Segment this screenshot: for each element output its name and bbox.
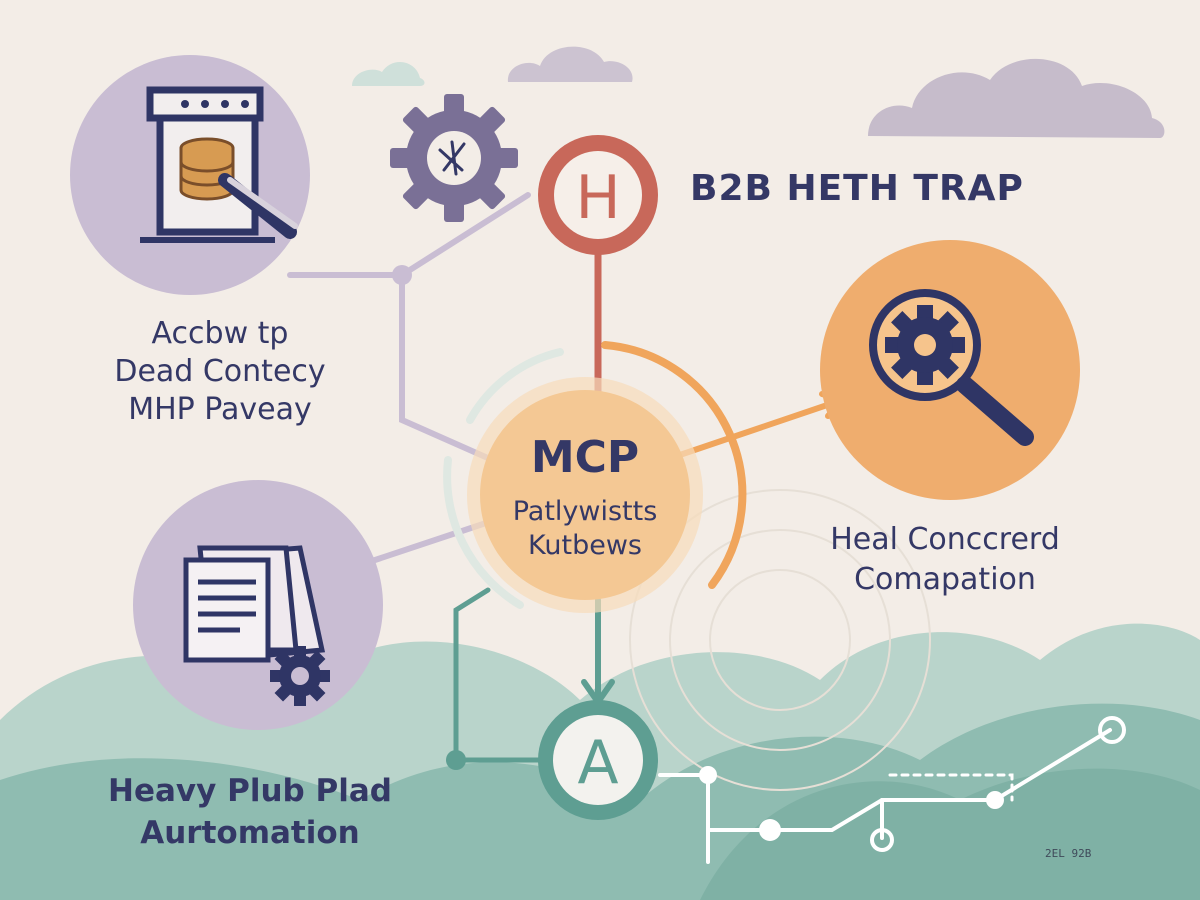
- connector-dots: [392, 265, 1126, 852]
- label-left-bottom-line-1: Heavy Plub Plad: [108, 773, 392, 809]
- pale-ring-2: [443, 456, 524, 609]
- label-right: Heal Conccrerd Comapation: [795, 520, 1095, 600]
- connector-gear-to-h: [399, 192, 531, 278]
- circuit-node-4: [1098, 716, 1126, 744]
- center-subtitle: Patlywistts Kutbews: [480, 495, 690, 563]
- cloud-top-right: [868, 58, 1165, 138]
- connector-teal-left-loop: [453, 587, 548, 763]
- mcp-circle: [480, 390, 690, 600]
- label-left-top: Accbw tp Dead Contecy MHP Paveay: [60, 315, 380, 429]
- node-top-letter: H: [575, 163, 620, 233]
- hill-front-right: [700, 768, 1200, 900]
- label-left-top-line-1: Accbw tp: [151, 316, 289, 351]
- circuit-node-3: [986, 791, 1004, 809]
- node-bottom-a: A: [538, 700, 658, 820]
- junction-dot: [392, 265, 412, 285]
- orange-arc: [601, 341, 747, 589]
- label-left-bottom-line-2: Aurtomation: [140, 815, 360, 851]
- circuit-node-1: [699, 766, 717, 784]
- node-right: [820, 240, 1080, 500]
- cloud-top-small: [352, 61, 425, 86]
- label-left-bottom: Heavy Plub Plad Aurtomation: [70, 770, 430, 854]
- gear-icon: [390, 94, 518, 222]
- node-left-bottom: [133, 480, 383, 730]
- arrow-mcp-to-right: [662, 397, 845, 463]
- cloud-top-middle: [507, 46, 633, 82]
- label-right-line-1: Heal Conccrerd: [830, 522, 1060, 557]
- circuit-line-dashed: [888, 773, 1014, 802]
- node-left-top: [70, 55, 310, 295]
- circuit-node-2: [759, 819, 781, 841]
- database-document-icon: [140, 86, 298, 243]
- center-subtitle-line-1: Patlywistts: [512, 496, 658, 527]
- background-clouds: [352, 46, 1165, 138]
- center-title: MCP: [530, 432, 640, 483]
- label-right-line-2: Comapation: [854, 562, 1036, 597]
- node-center: [467, 377, 703, 613]
- circuit-node-5: [870, 828, 894, 852]
- label-left-top-line-3: MHP Paveay: [128, 392, 312, 427]
- gear-magnifier-icon: [869, 289, 1034, 446]
- label-left-top-line-2: Dead Contecy: [114, 354, 326, 389]
- diagram-title: B2B HETH TRAP: [690, 168, 1024, 209]
- teal-dot-left: [446, 750, 466, 770]
- center-subtitle-line-2: Kutbews: [528, 530, 642, 561]
- pale-ring: [466, 348, 564, 424]
- node-bottom-letter: A: [577, 728, 618, 798]
- node-top-h: H: [538, 135, 658, 255]
- documents-gear-icon: [183, 545, 330, 706]
- corner-text: 2EL 92B: [1045, 847, 1092, 860]
- faint-rings: [629, 489, 931, 791]
